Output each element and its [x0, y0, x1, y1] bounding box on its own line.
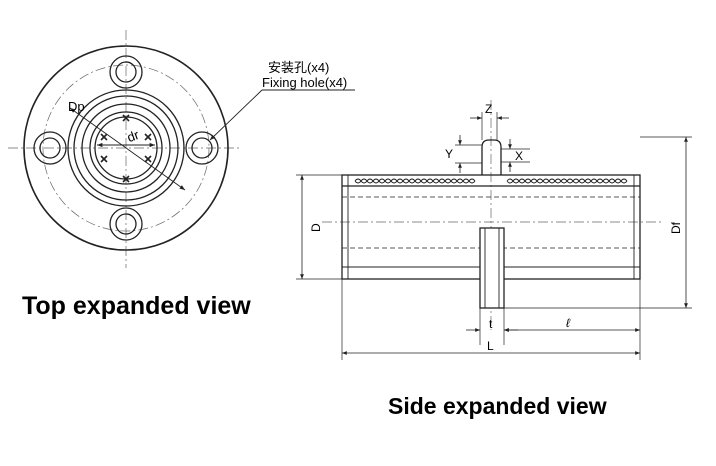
side-view-caption: Side expanded view	[388, 393, 607, 419]
flange-side	[479, 227, 505, 309]
top-view-caption: Top expanded view	[22, 292, 251, 320]
df-label: Df	[669, 221, 683, 234]
l-small-label: ℓ	[566, 316, 571, 330]
fixing-hole-section	[481, 139, 502, 175]
callout-en-label: Fixing hole(x4)	[262, 75, 347, 90]
side-view	[296, 100, 692, 360]
d-label: D	[309, 223, 323, 232]
dr-label: dr	[125, 127, 142, 145]
dp-label: Dp	[68, 99, 85, 114]
side-ball-row	[354, 178, 628, 184]
dp-dimension-line	[69, 107, 186, 191]
top-view	[8, 30, 355, 268]
L-label: L	[487, 339, 494, 353]
t-label: t	[489, 317, 493, 331]
callout-leader	[209, 89, 263, 141]
fixing-holes	[33, 55, 219, 241]
flange-outline	[23, 45, 229, 251]
x-label: X	[515, 149, 523, 163]
z-label: Z	[485, 102, 492, 116]
callout-cn-label: 安装孔(x4)	[268, 60, 329, 75]
y-label: Y	[445, 147, 453, 161]
